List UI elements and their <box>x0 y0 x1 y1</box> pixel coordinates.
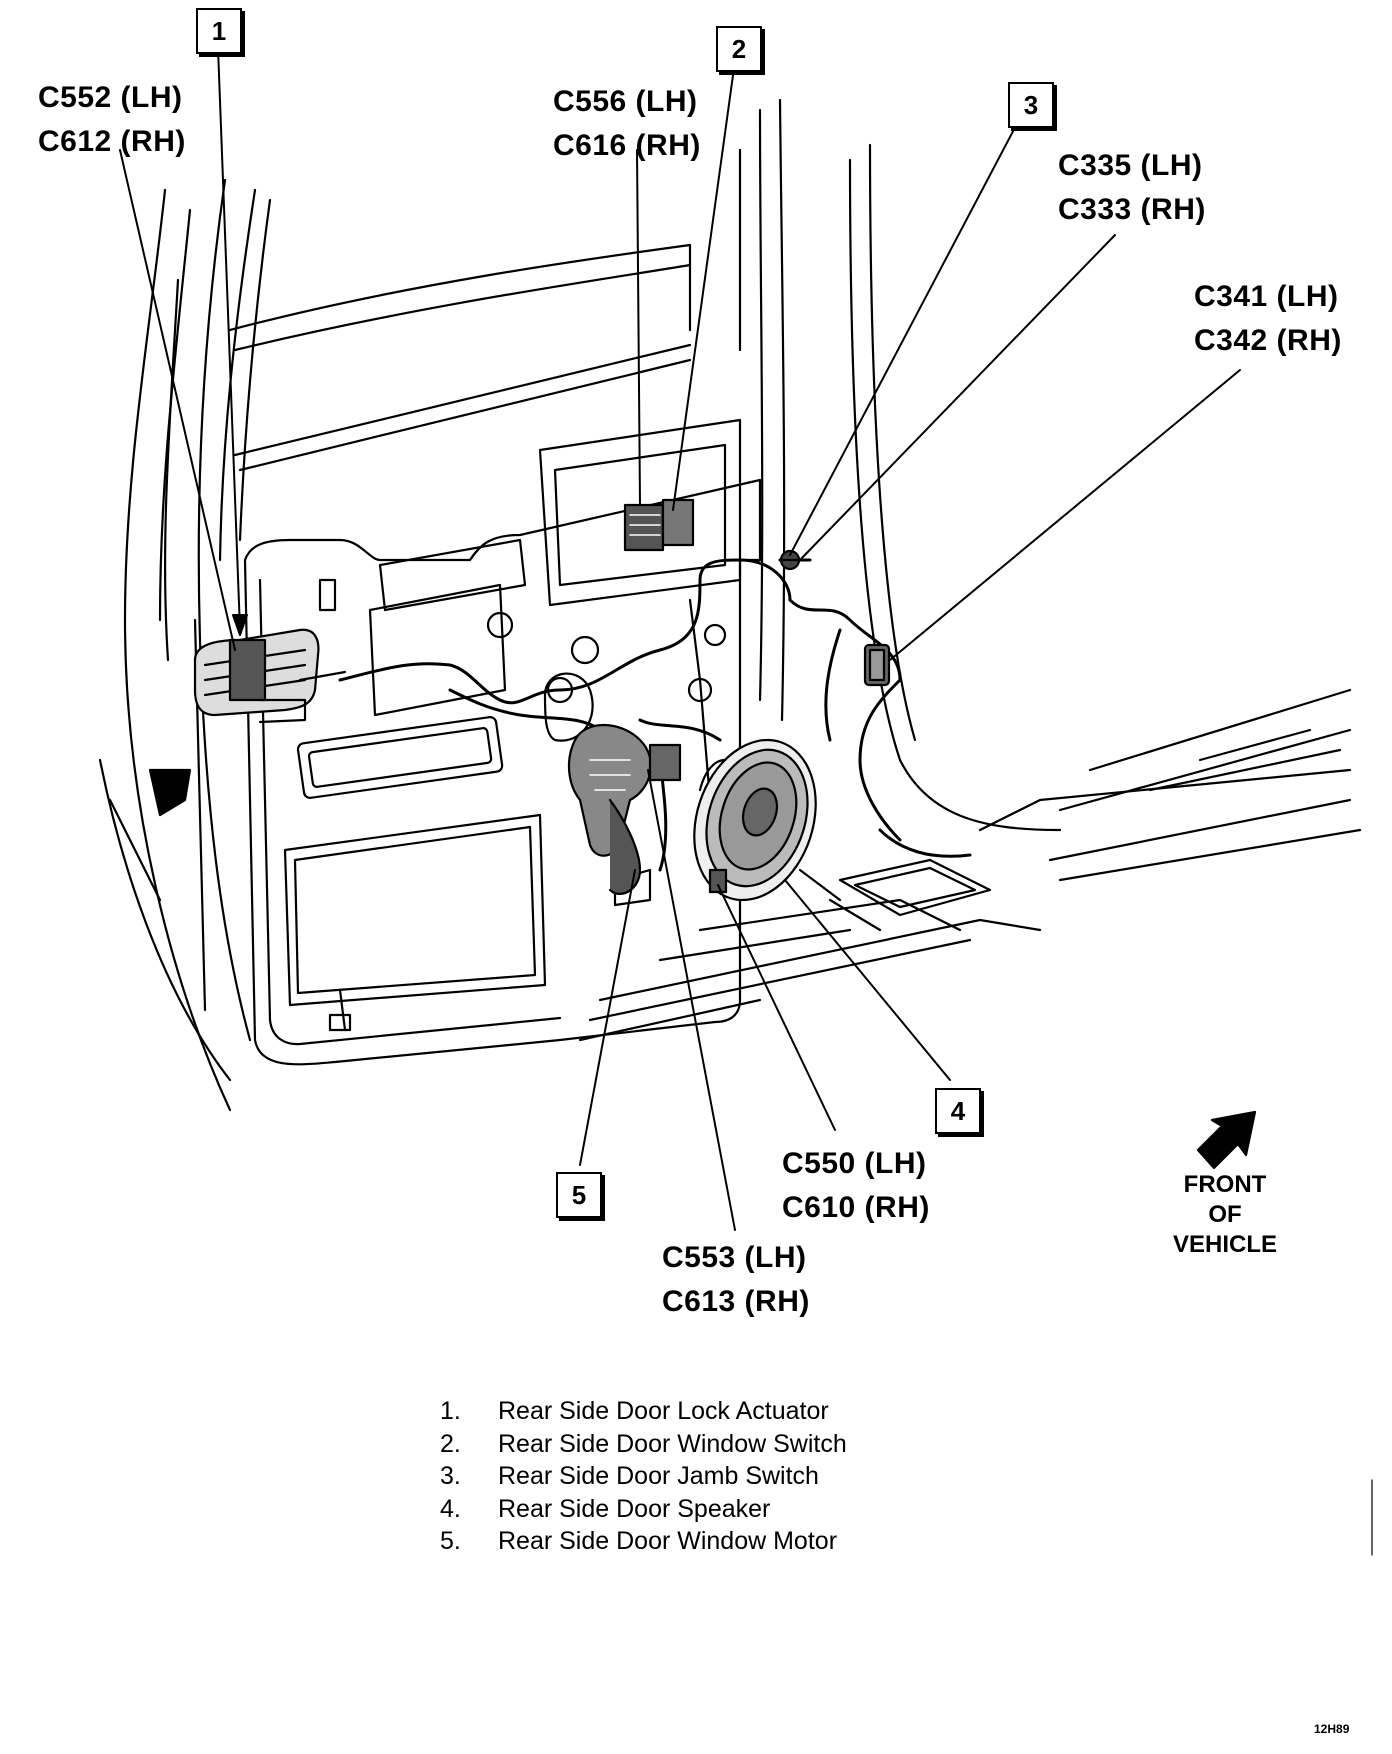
legend-number: 2. <box>440 1429 461 1458</box>
legend-number: 4. <box>440 1494 461 1523</box>
jamb-connector <box>863 643 891 687</box>
connector-label-2: C556 (LH) C616 (RH) <box>553 80 701 168</box>
legend-item: 3. Rear Side Door Jamb Switch <box>440 1460 847 1493</box>
legend-number: 3. <box>440 1462 461 1490</box>
callout-1: 1 <box>196 8 242 54</box>
legend-label: Rear Side Door Window Motor <box>498 1527 838 1555</box>
legend-item: 2. Rear Side Door Window Switch <box>440 1428 847 1461</box>
connector-label-4: C550 (LH) C610 (RH) <box>782 1142 930 1230</box>
front-label-line3: VEHICLE <box>1172 1231 1277 1258</box>
legend-item: 5. Rear Side Door Window Motor <box>440 1525 847 1558</box>
window-switch <box>623 498 695 552</box>
callout-2: 2 <box>716 26 762 72</box>
callout-5: 5 <box>556 1172 602 1218</box>
connector-rh: C613 (RH) <box>662 1285 810 1318</box>
legend-label: Rear Side Door Jamb Switch <box>498 1462 819 1490</box>
connector-rh: C333 (RH) <box>1058 193 1206 226</box>
connector-lh: C553 (LH) <box>662 1241 807 1274</box>
legend-item: 4. Rear Side Door Speaker <box>440 1493 847 1526</box>
callout-3: 3 <box>1008 82 1054 128</box>
front-label-line1: FRONT <box>1183 1171 1267 1198</box>
front-of-vehicle-label: FRONT OF VEHICLE <box>1150 1170 1300 1260</box>
legend-item: 1. Rear Side Door Lock Actuator <box>440 1395 847 1428</box>
connector-rh: C610 (RH) <box>782 1191 930 1224</box>
door-inner-panel <box>243 418 762 1066</box>
connector-label-jamb: C341 (LH) C342 (RH) <box>1194 275 1342 363</box>
connector-rh: C616 (RH) <box>553 129 701 162</box>
connector-rh: C612 (RH) <box>38 125 186 158</box>
small-connector <box>708 868 728 894</box>
connector-label-5: C553 (LH) C613 (RH) <box>662 1236 810 1324</box>
wiring-harness <box>338 558 972 872</box>
body-outline <box>98 98 1362 1112</box>
legend-number: 1. <box>440 1397 461 1425</box>
floor-step <box>658 858 992 962</box>
legend-label: Rear Side Door Window Switch <box>498 1429 847 1458</box>
door-speaker <box>693 738 817 902</box>
connector-lh: C556 (LH) <box>553 85 698 118</box>
leader-lines <box>119 47 1241 1231</box>
connector-lh: C335 (LH) <box>1058 149 1203 182</box>
window-motor <box>567 723 682 895</box>
callout-4: 4 <box>935 1088 981 1134</box>
connector-label-1: C552 (LH) C612 (RH) <box>38 76 186 164</box>
connector-label-3: C335 (LH) C333 (RH) <box>1058 144 1206 232</box>
connector-rh: C342 (RH) <box>1194 324 1342 357</box>
legend-number: 5. <box>440 1527 461 1555</box>
connector-lh: C341 (LH) <box>1194 280 1339 313</box>
front-arrow-icon <box>1196 1110 1257 1170</box>
legend-label: Rear Side Door Lock Actuator <box>498 1397 829 1425</box>
legend-label: Rear Side Door Speaker <box>498 1494 771 1523</box>
figure-code: 12H89 <box>1314 1722 1350 1736</box>
connector-lh: C552 (LH) <box>38 81 183 114</box>
front-label-line2: OF <box>1208 1201 1242 1228</box>
lock-actuator <box>193 628 347 724</box>
connector-lh: C550 (LH) <box>782 1147 927 1180</box>
component-legend: 1. Rear Side Door Lock Actuator 2. Rear … <box>440 1395 847 1558</box>
